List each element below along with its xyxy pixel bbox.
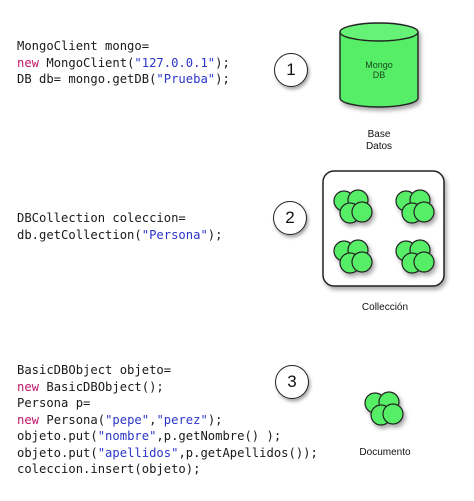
database-caption: Base Datos: [350, 129, 408, 153]
code-string: "apellidos": [97, 445, 179, 460]
code-line: objeto.put("nombre",p.getNombre() );: [17, 428, 318, 445]
code-line: new MongoClient("127.0.0.1");: [17, 55, 230, 72]
document-cluster-icon: [395, 239, 435, 274]
code-text: MongoClient mongo=: [17, 39, 150, 53]
code-string: "127.0.0.1": [134, 55, 216, 70]
code-string: "perez": [156, 412, 208, 427]
document-icon: [364, 391, 404, 426]
database-caption-line2: Datos: [365, 141, 393, 152]
code-text: Persona p=: [17, 396, 91, 410]
code-string: "Persona": [141, 227, 208, 242]
code-text: objeto.put(: [17, 429, 98, 443]
code-line: DBCollection coleccion=: [17, 210, 222, 227]
document-clusters: [333, 189, 435, 274]
document-circle: [351, 201, 373, 223]
code-text: ,p.getApellidos());: [178, 445, 318, 460]
document-circle: [351, 251, 373, 273]
database-icon-label: Mongo DB: [355, 60, 403, 80]
code-line: coleccion.insert(objeto);: [17, 461, 318, 478]
code-line: Persona p=: [17, 395, 318, 412]
code-string: "pepe": [105, 412, 150, 427]
step-number-1: 1: [274, 53, 308, 87]
code-text: Persona(: [39, 412, 106, 427]
code-text: BasicDBObject();: [39, 379, 164, 394]
code-line: db.getCollection("Persona");: [17, 227, 222, 244]
code-line: objeto.put("apellidos",p.getApellidos())…: [17, 445, 318, 462]
code-line: DB db= mongo.getDB("Prueba");: [17, 71, 230, 88]
document-cluster-icon: [333, 239, 373, 274]
code-text: objeto.put(: [17, 445, 98, 460]
document-cluster-icon: [395, 189, 435, 224]
code-text: DBCollection coleccion=: [17, 211, 186, 225]
database-label-line1: Mongo: [365, 60, 393, 70]
document-circle: [413, 251, 435, 273]
code-keyword: new: [17, 412, 40, 427]
database-cylinder-icon: [339, 22, 419, 108]
collection-caption: Collección: [361, 302, 409, 313]
database-caption-line1: Base: [367, 129, 391, 140]
code-keyword: new: [17, 55, 40, 70]
code-string: "nombre": [97, 429, 157, 443]
code-text: DB db= mongo.getDB(: [17, 72, 157, 86]
code-text: );: [215, 55, 230, 70]
code-block-insert: BasicDBObject objeto= new BasicDBObject()…: [17, 362, 318, 478]
document-circle: [382, 403, 404, 425]
step-number-2: 2: [273, 201, 307, 235]
code-text: db.getCollection(: [17, 227, 142, 242]
code-block-connect: MongoClient mongo= new MongoClient("127.0…: [17, 38, 230, 88]
step-number-3: 3: [275, 365, 309, 399]
code-text: );: [207, 227, 223, 242]
code-line: MongoClient mongo=: [17, 38, 230, 55]
code-text: );: [215, 72, 230, 86]
code-string: "Prueba": [156, 72, 216, 86]
code-line: new Persona("pepe","perez");: [17, 412, 318, 429]
code-keyword: new: [17, 379, 40, 394]
code-block-collection: DBCollection coleccion= db.getCollection(…: [17, 210, 222, 243]
document-circle: [413, 201, 435, 223]
code-text: );: [207, 412, 223, 427]
code-text: MongoClient(: [39, 55, 135, 70]
document-caption: Documento: [359, 447, 411, 458]
code-line: new BasicDBObject();: [17, 379, 318, 396]
code-text: coleccion.insert(objeto);: [17, 462, 201, 476]
code-text: BasicDBObject objeto=: [17, 363, 172, 377]
document-cluster-icon: [333, 189, 373, 224]
code-text: ,p.getNombre() );: [156, 429, 282, 443]
code-line: BasicDBObject objeto=: [17, 362, 318, 379]
code-text: ,: [149, 412, 157, 427]
database-label-line2: DB: [372, 70, 386, 80]
